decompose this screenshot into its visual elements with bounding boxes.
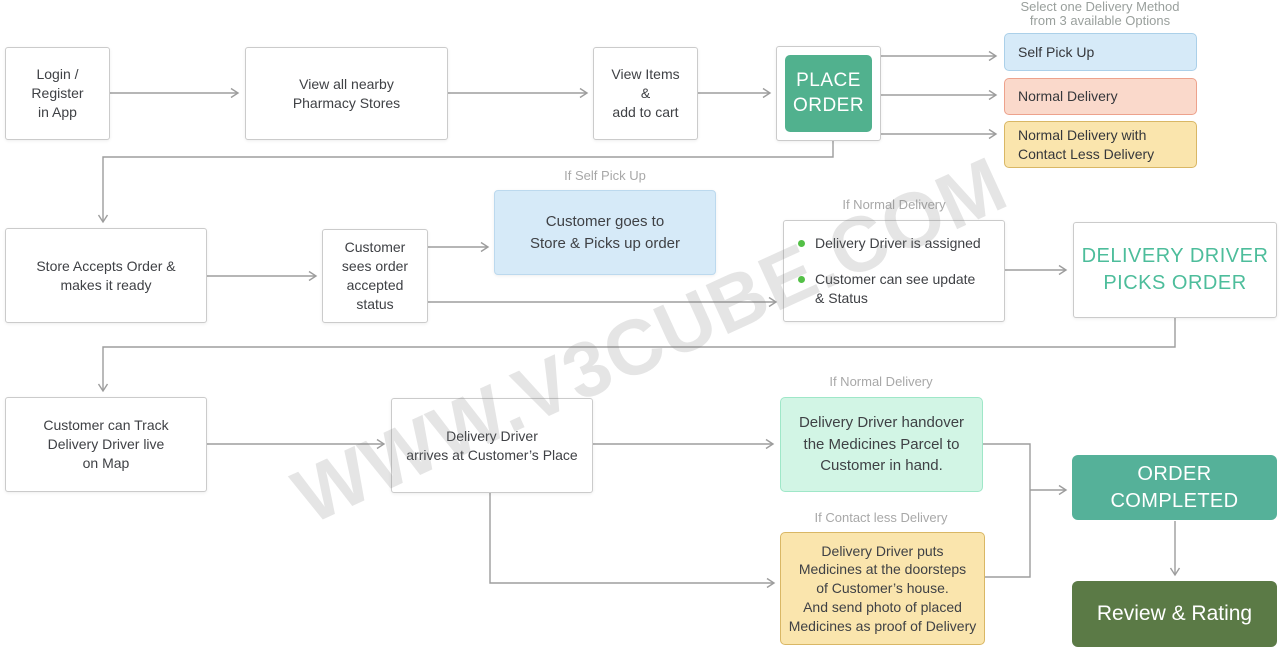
node-handover-in-hand: Delivery Driver handover the Medicines P…	[780, 397, 983, 492]
node-track-driver-on-map: Customer can Track Delivery Driver live …	[5, 397, 207, 492]
node-order-completed: ORDER COMPLETED	[1072, 455, 1277, 520]
option-self-pick-up: Self Pick Up	[1004, 33, 1197, 71]
node-customer-sees-status: Customer sees order accepted status	[322, 229, 428, 323]
node-place-order: PLACE ORDER	[776, 46, 881, 141]
node-driver-arrives: Delivery Driver arrives at Customer’s Pl…	[391, 398, 593, 493]
label-if-contactless-delivery: If Contact less Delivery	[814, 510, 948, 525]
option-normal-delivery: Normal Delivery	[1004, 78, 1197, 115]
node-delivery-driver-picks-order: DELIVERY DRIVER PICKS ORDER	[1073, 222, 1277, 318]
bullet-text: Delivery Driver is assigned	[815, 235, 981, 252]
label-if-self-pick-up: If Self Pick Up	[564, 168, 646, 183]
place-order-badge: PLACE ORDER	[785, 55, 872, 132]
node-store-accepts-order: Store Accepts Order & makes it ready	[5, 228, 207, 323]
node-customer-goes-to-store: Customer goes to Store & Picks up order	[494, 190, 716, 275]
bullet-text: Customer can see update & Status	[815, 271, 976, 306]
node-login-register: Login / Register in App	[5, 47, 110, 140]
node-view-pharmacy-stores: View all nearby Pharmacy Stores	[245, 47, 448, 140]
label-if-normal-delivery-2: If Normal Delivery	[829, 374, 933, 389]
bullet-item: Delivery Driver is assigned	[798, 234, 996, 253]
bullet-dot-icon	[798, 240, 805, 248]
node-view-items-add-cart: View Items & add to cart	[593, 47, 698, 140]
connector-lines	[97, 50, 1181, 589]
node-contactless-doorstep-drop: Delivery Driver puts Medicines at the do…	[780, 532, 985, 645]
bullet-dot-icon	[798, 276, 805, 284]
label-if-normal-delivery-1: If Normal Delivery	[842, 197, 946, 212]
node-review-rating: Review & Rating	[1072, 581, 1277, 647]
bullet-item: Customer can see update & Status	[798, 270, 996, 308]
node-driver-assigned-updates: Delivery Driver is assigned Customer can…	[783, 220, 1005, 322]
option-contactless-delivery: Normal Delivery with Contact Less Delive…	[1004, 121, 1197, 168]
delivery-options-heading: Select one Delivery Method from 3 availa…	[1020, 0, 1180, 29]
